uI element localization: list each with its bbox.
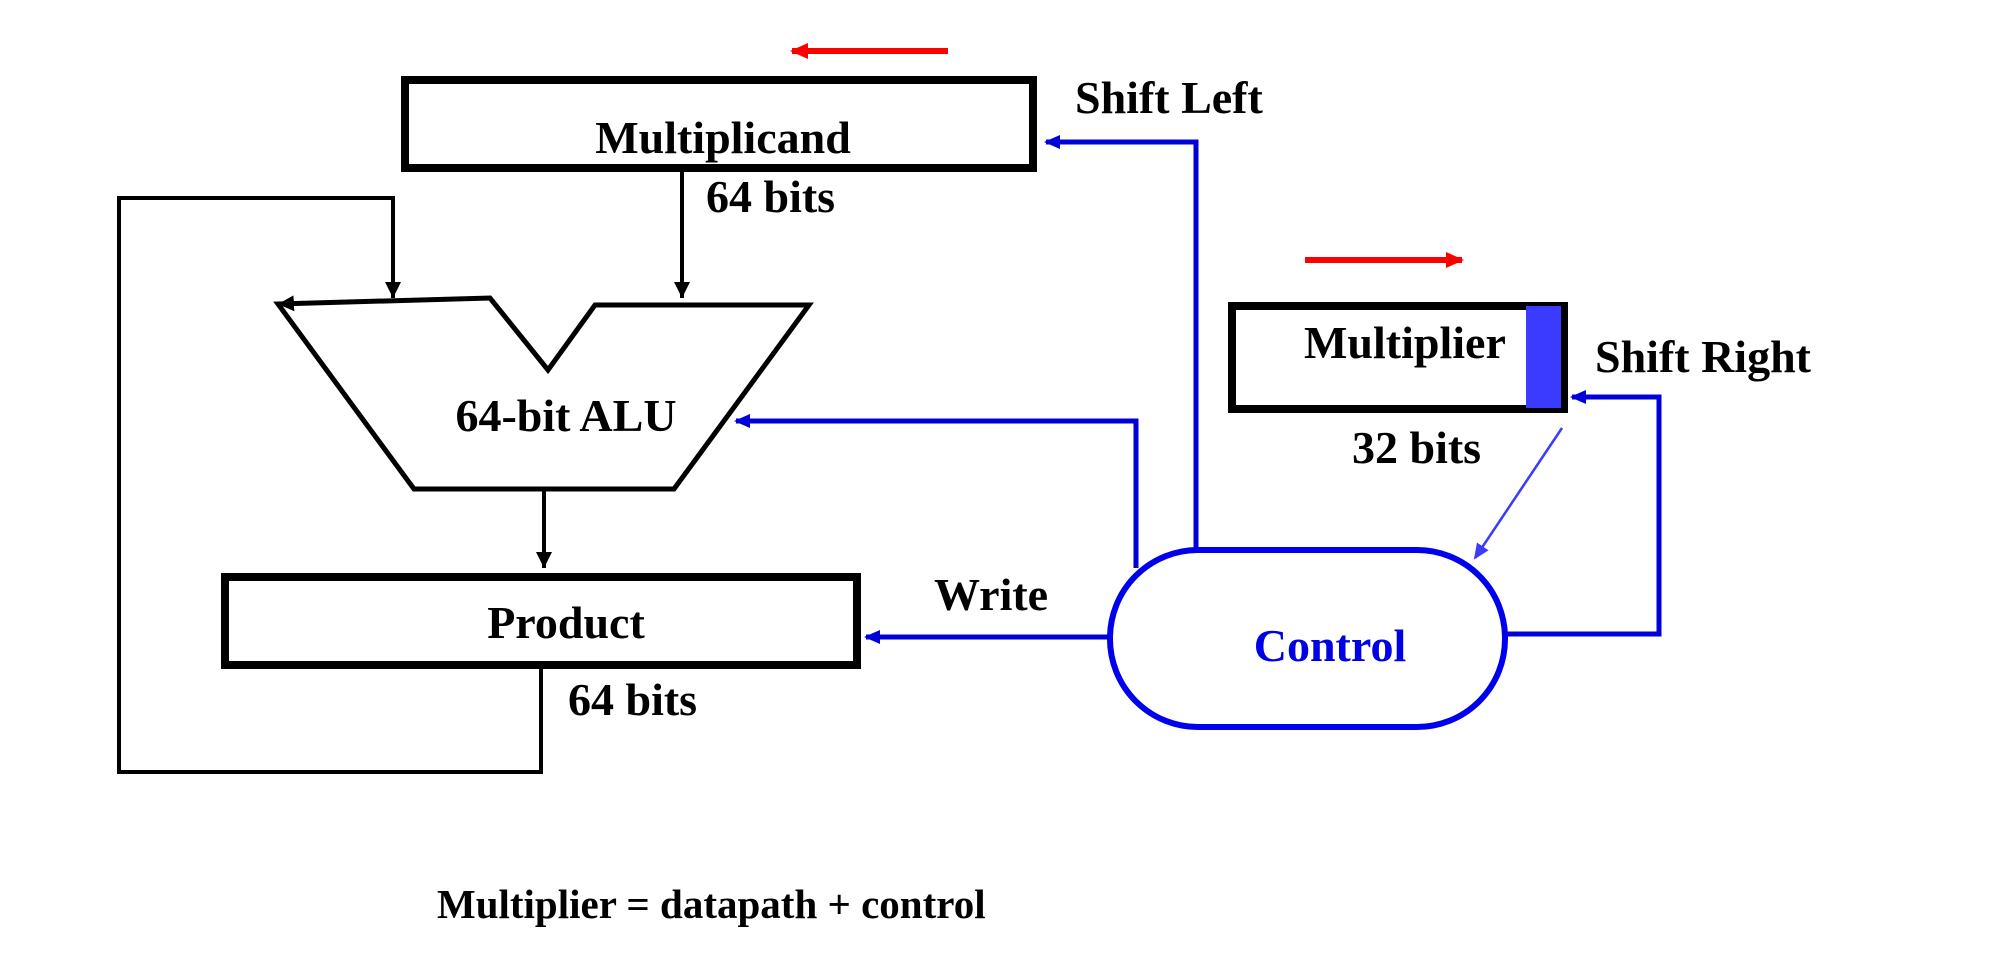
diagram-caption: Multiplier = datapath + control <box>437 881 986 927</box>
multiplicand-box <box>401 76 1037 172</box>
multiplier-register: Multiplier <box>1228 302 1568 413</box>
control-label: Control <box>1254 620 1407 671</box>
product-label: Product <box>487 597 645 648</box>
multiplicand-register: Multiplicand <box>401 76 1037 172</box>
write-label: Write <box>934 569 1048 620</box>
multiplier-label: Multiplier <box>1304 317 1506 368</box>
multiplier-box <box>1228 302 1568 413</box>
alu-shape <box>273 295 814 492</box>
multiplicand-label: Multiplicand <box>595 112 851 163</box>
control-unit: Control <box>1107 547 1508 730</box>
alu-label: 64-bit ALU <box>455 390 676 441</box>
multiplier-width-label: 32 bits <box>1352 422 1481 473</box>
alu-carry-arrow <box>277 295 303 312</box>
product-feedback-wire <box>117 196 543 774</box>
shift-right-label: Shift Right <box>1595 331 1812 382</box>
product-register: Product <box>221 573 861 669</box>
product-box <box>221 573 861 669</box>
shift-right-control-signal <box>1505 390 1662 637</box>
multiplicand-width-label: 64 bits <box>706 171 835 222</box>
shift-left-label: Shift Left <box>1075 72 1264 123</box>
alu: 64-bit ALU <box>273 295 814 492</box>
alu-control-signal <box>734 414 1139 568</box>
shift-left-control-signal <box>1044 135 1199 550</box>
multiplier-lsb-to-control-signal <box>1473 427 1564 560</box>
product-width-label: 64 bits <box>568 674 697 725</box>
multiplier-lsb-highlight <box>1526 306 1561 408</box>
